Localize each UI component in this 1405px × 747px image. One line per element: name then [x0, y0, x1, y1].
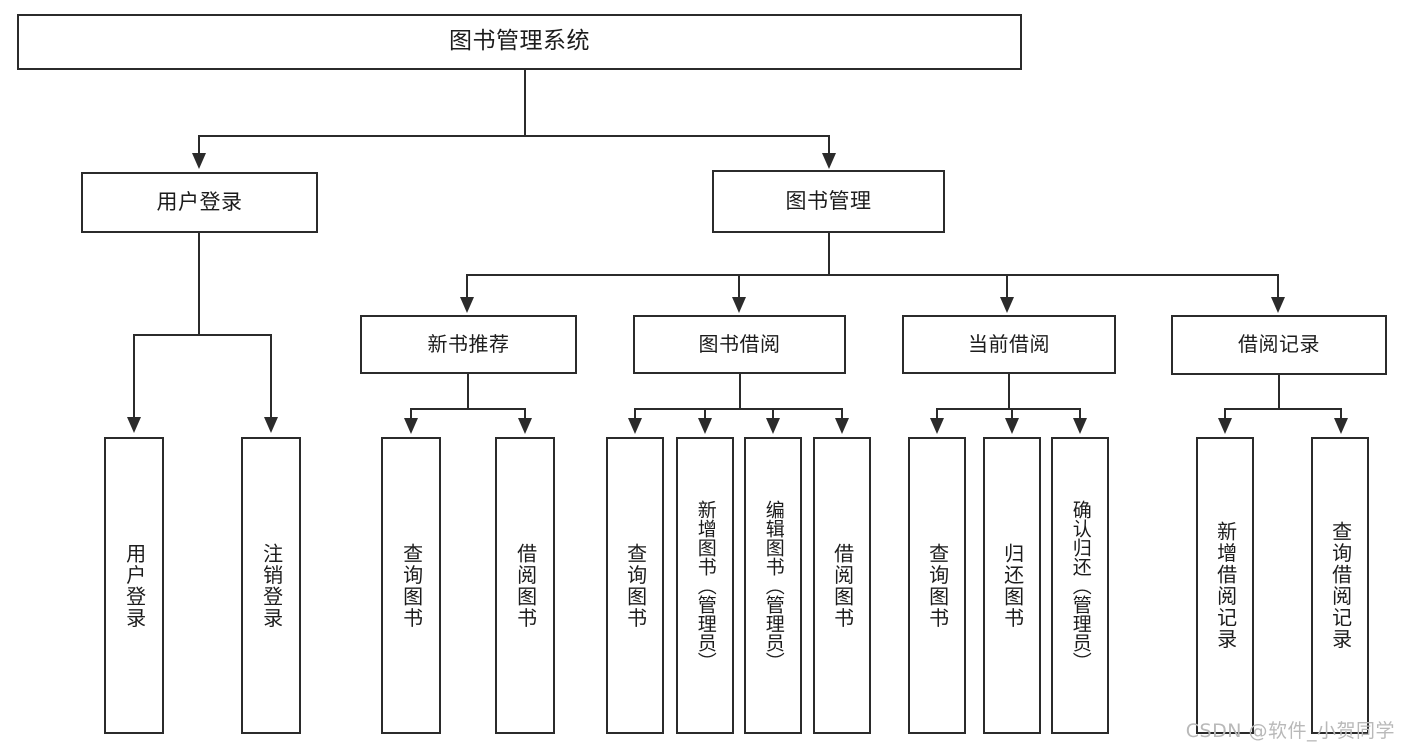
arrowhead-borrow-record: [1271, 297, 1285, 313]
node-label: 查询图书: [399, 542, 424, 629]
arrowhead-borrow-record-leaf-0: [1218, 418, 1232, 434]
connector-drop-current-borrow: [1006, 274, 1008, 299]
leaf-book-borrow-edit[interactable]: 编辑图书（管理员）: [744, 437, 802, 734]
connector-user-login-stem: [198, 233, 200, 335]
arrowhead-book-borrow-leaf-0: [628, 418, 642, 434]
leaf-borrow-record-query[interactable]: 查询借阅记录: [1311, 437, 1369, 734]
node-label: 用户登录: [122, 542, 147, 629]
node-label: 编辑图书（管理员）: [762, 500, 785, 671]
connector-drop-borrow-record: [1277, 274, 1279, 299]
node-label: 借阅记录: [1238, 332, 1320, 357]
connector-current-borrow-bus: [936, 408, 1081, 410]
node-label: 新增图书（管理员）: [694, 500, 717, 671]
connector-drop-new-book-leaf-0: [410, 408, 412, 420]
leaf-borrow-record-add[interactable]: 新增借阅记录: [1196, 437, 1254, 734]
connector-root-bus: [198, 135, 830, 137]
arrowhead-book-borrow-leaf-1: [698, 418, 712, 434]
node-label: 查询借阅记录: [1328, 521, 1353, 650]
node-new-book-recommend[interactable]: 新书推荐: [360, 315, 577, 374]
node-label: 图书管理: [785, 189, 872, 214]
connector-current-borrow-stem: [1008, 374, 1010, 409]
leaf-current-borrow-confirm[interactable]: 确认归还（管理员）: [1051, 437, 1109, 734]
arrowhead-user-login: [192, 153, 206, 169]
node-current-borrow[interactable]: 当前借阅: [902, 315, 1116, 374]
leaf-current-borrow-return[interactable]: 归还图书: [983, 437, 1041, 734]
connector-new-book-bus: [410, 408, 526, 410]
arrowhead-borrow-record-leaf-1: [1334, 418, 1348, 434]
connector-level3-bus: [466, 274, 1279, 276]
node-label: 查询图书: [925, 542, 950, 629]
connector-drop-book-borrow-leaf-1: [704, 408, 706, 420]
node-label: 图书管理系统: [449, 28, 590, 55]
arrowhead-book-borrow-leaf-2: [766, 418, 780, 434]
node-label: 用户登录: [156, 190, 243, 215]
arrowhead-user-login-leaf-1: [264, 417, 278, 433]
connector-drop-borrow-record-leaf-0: [1224, 408, 1226, 420]
connector-borrow-record-bus: [1224, 408, 1342, 410]
connector-drop-user-login: [198, 135, 200, 155]
leaf-new-book-borrow[interactable]: 借阅图书: [495, 437, 555, 734]
connector-drop-book-mgmt: [828, 135, 830, 155]
connector-drop-user-login-leaf-1: [270, 334, 272, 419]
leaf-current-borrow-query[interactable]: 查询图书: [908, 437, 966, 734]
arrowhead-current-borrow-leaf-2: [1073, 418, 1087, 434]
connector-book-mgmt-stem: [828, 233, 830, 275]
leaf-book-borrow-add[interactable]: 新增图书（管理员）: [676, 437, 734, 734]
connector-drop-borrow-record-leaf-1: [1340, 408, 1342, 420]
node-label: 归还图书: [1000, 542, 1025, 629]
connector-new-book-stem: [467, 374, 469, 409]
node-root-system[interactable]: 图书管理系统: [17, 14, 1022, 70]
arrowhead-current-borrow: [1000, 297, 1014, 313]
node-label: 新书推荐: [427, 331, 510, 356]
node-label: 借阅图书: [830, 542, 855, 629]
connector-drop-new-book-leaf-1: [524, 408, 526, 420]
node-book-management[interactable]: 图书管理: [712, 170, 945, 233]
connector-book-borrow-bus: [634, 408, 843, 410]
node-label: 当前借阅: [968, 331, 1050, 356]
node-book-borrow[interactable]: 图书借阅: [633, 315, 846, 374]
leaf-user-login-login[interactable]: 用户登录: [104, 437, 164, 734]
connector-drop-new-book: [466, 274, 468, 299]
arrowhead-book-borrow: [732, 297, 746, 313]
leaf-user-login-logout[interactable]: 注销登录: [241, 437, 301, 734]
arrowhead-book-mgmt: [822, 153, 836, 169]
connector-drop-current-borrow-leaf-0: [936, 408, 938, 420]
connector-drop-book-borrow-leaf-2: [772, 408, 774, 420]
connector-drop-book-borrow-leaf-3: [841, 408, 843, 420]
node-label: 新增借阅记录: [1213, 521, 1238, 650]
connector-drop-current-borrow-leaf-1: [1011, 408, 1013, 420]
leaf-book-borrow-query[interactable]: 查询图书: [606, 437, 664, 734]
node-label: 确认归还（管理员）: [1069, 500, 1092, 671]
node-label: 查询图书: [623, 542, 648, 629]
node-borrow-record[interactable]: 借阅记录: [1171, 315, 1387, 375]
arrowhead-new-book-leaf-1: [518, 418, 532, 434]
node-label: 图书借阅: [698, 331, 781, 356]
watermark-text: CSDN @软件_小贺同学: [1185, 720, 1395, 742]
connector-root-stem: [524, 70, 526, 136]
node-label: 注销登录: [259, 542, 284, 629]
arrowhead-current-borrow-leaf-1: [1005, 418, 1019, 434]
node-user-login[interactable]: 用户登录: [81, 172, 318, 233]
connector-drop-user-login-leaf-0: [133, 334, 135, 419]
connector-borrow-record-stem: [1278, 375, 1280, 409]
connector-user-login-bus: [134, 334, 272, 336]
connector-book-borrow-stem: [739, 374, 741, 409]
connector-drop-book-borrow: [738, 274, 740, 299]
arrowhead-book-borrow-leaf-3: [835, 418, 849, 434]
connector-drop-current-borrow-leaf-2: [1079, 408, 1081, 420]
arrowhead-new-book: [460, 297, 474, 313]
arrowhead-user-login-leaf-0: [127, 417, 141, 433]
leaf-book-borrow-borrow[interactable]: 借阅图书: [813, 437, 871, 734]
leaf-new-book-query[interactable]: 查询图书: [381, 437, 441, 734]
node-label: 借阅图书: [513, 542, 538, 629]
arrowhead-current-borrow-leaf-0: [930, 418, 944, 434]
connector-drop-book-borrow-leaf-0: [634, 408, 636, 420]
arrowhead-new-book-leaf-0: [404, 418, 418, 434]
